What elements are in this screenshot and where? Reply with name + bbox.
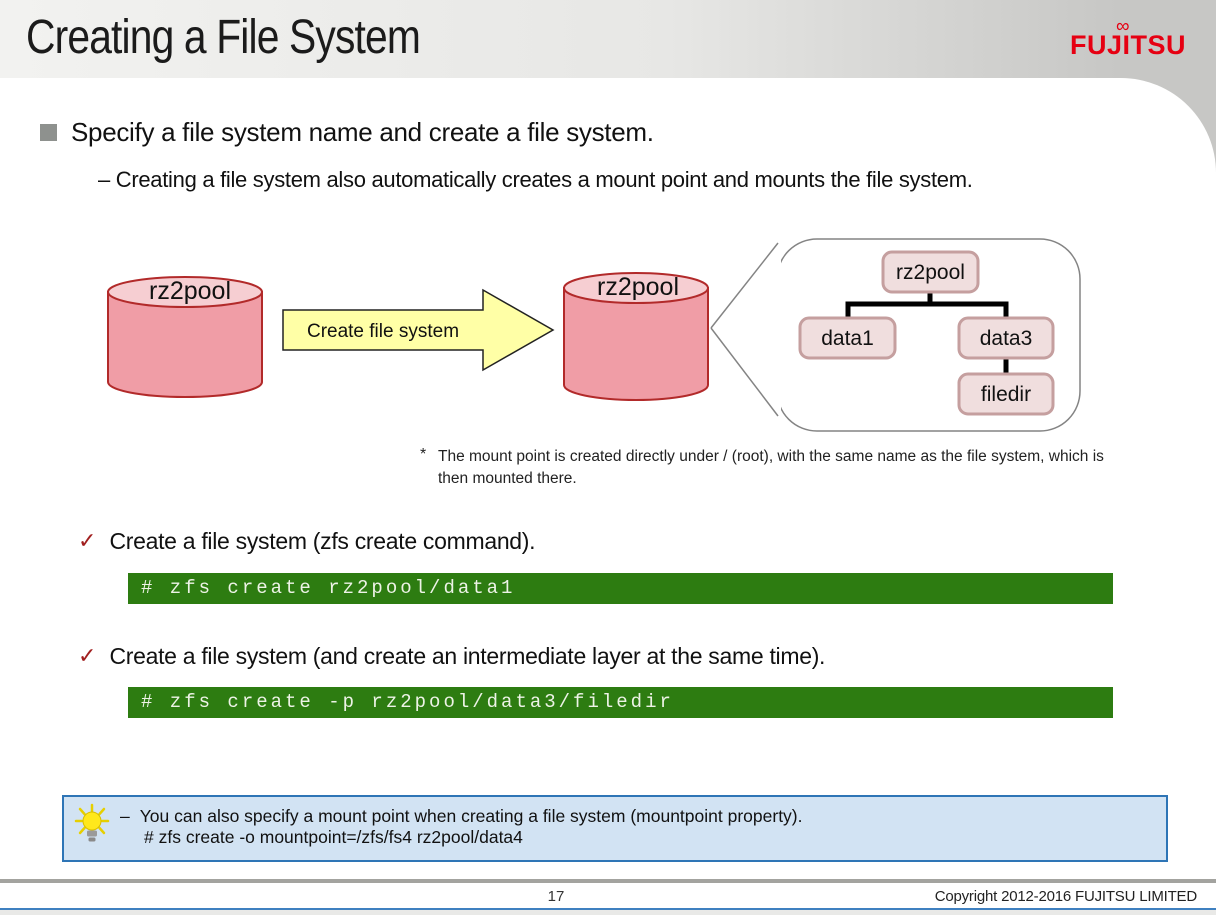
- tip-box: –You can also specify a mount point when…: [62, 795, 1168, 862]
- lightbulb-icon: [74, 803, 110, 842]
- footer-blue-line: [0, 908, 1216, 910]
- page-number: 17: [547, 888, 565, 905]
- checkmark-icon: ✓: [78, 643, 97, 668]
- fujitsu-logo-text: FUJITSU: [1069, 30, 1186, 60]
- step2-row: ✓ Create a file system (and create an in…: [78, 643, 825, 670]
- tree-node-data3: data3: [957, 316, 1055, 360]
- step2-label: Create a file system (and create an inte…: [109, 643, 826, 669]
- tree-root-label: rz2pool: [896, 261, 965, 284]
- main-bullet-text: Specify a file system name and create a …: [71, 116, 654, 147]
- footer: 17 Copyright 2012-2016 FUJITSU LIMITED: [0, 883, 1216, 908]
- create-arrow-label: Create file system: [307, 321, 459, 342]
- infinity-icon: ∞: [1115, 16, 1131, 37]
- note-line1: The mount point is created directly unde…: [438, 448, 1104, 465]
- step1-command-block: # zfs create rz2pool/data1: [128, 573, 1113, 604]
- step1-label: Create a file system (zfs create command…: [109, 528, 536, 554]
- mount-point-note: * The mount point is created directly un…: [420, 446, 1200, 489]
- tree-data3-label: data3: [980, 327, 1033, 350]
- footer-bottom-strip: [0, 910, 1216, 915]
- footer-divider: [0, 879, 1216, 883]
- tip-line1-text: You can also specify a mount point when …: [139, 806, 803, 826]
- right-pool-cylinder: rz2pool: [563, 272, 709, 401]
- tip-line1: –You can also specify a mount point when…: [120, 806, 803, 827]
- tip-line2-command: # zfs create -o mountpoint=/zfs/fs4 rz2p…: [144, 827, 523, 847]
- tree-data1-label: data1: [821, 327, 874, 350]
- tree-filedir-label: filedir: [981, 383, 1031, 406]
- note-asterisk: *: [420, 446, 427, 463]
- tree-node-filedir: filedir: [957, 372, 1055, 416]
- filesystem-diagram: rz2pool Create file system rz2pool: [107, 238, 1081, 432]
- main-bullet-row: Specify a file system name and create a …: [40, 112, 654, 152]
- left-pool-cylinder: rz2pool: [107, 276, 263, 398]
- right-pool-label: rz2pool: [597, 273, 679, 301]
- tip-text: –You can also specify a mount point when…: [120, 797, 803, 860]
- fujitsu-logo: ∞ FUJITSU: [1069, 16, 1186, 61]
- checkmark-icon: ✓: [78, 528, 97, 553]
- step1-row: ✓ Create a file system (zfs create comma…: [78, 528, 536, 555]
- tree-node-data1: data1: [798, 316, 897, 360]
- note-text: The mount point is created directly unde…: [438, 446, 1104, 489]
- page-title: Creating a File System: [26, 11, 421, 64]
- note-line2: then mounted there.: [438, 469, 577, 487]
- step2-command-block: # zfs create -p rz2pool/data3/filedir: [128, 687, 1113, 718]
- sub-bullet-text: – Creating a file system also automatica…: [98, 167, 973, 192]
- tree-node-root: rz2pool: [881, 250, 980, 294]
- square-bullet-icon: [40, 123, 57, 141]
- left-pool-label: rz2pool: [149, 277, 231, 305]
- slide-content-panel: [0, 78, 1216, 879]
- create-arrow: Create file system: [282, 288, 555, 372]
- copyright-text: Copyright 2012-2016 FUJITSU LIMITED: [934, 888, 1197, 905]
- tip-dash: –: [120, 806, 130, 826]
